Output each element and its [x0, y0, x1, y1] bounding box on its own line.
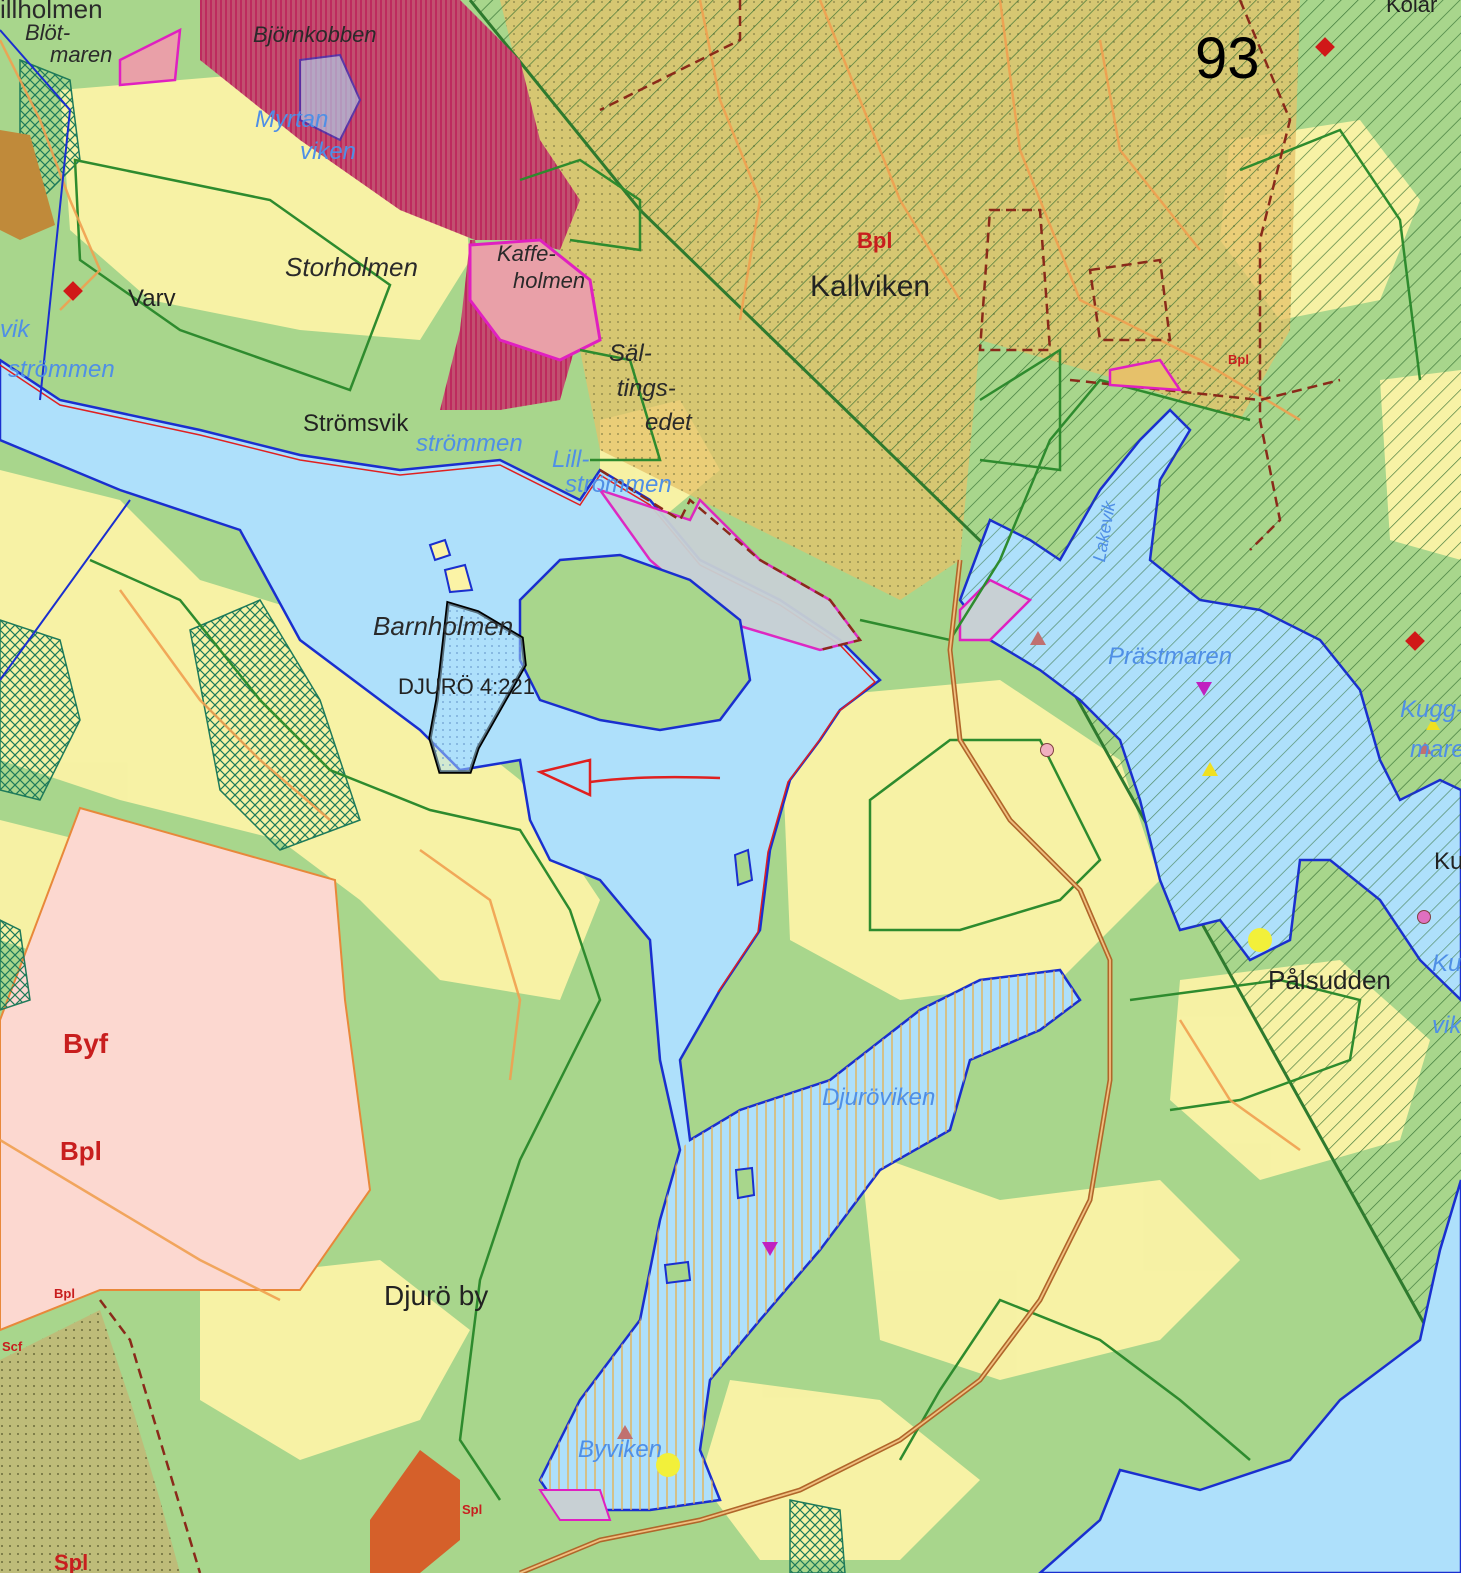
label-hillholmen: illholmen	[0, 0, 103, 24]
orange-zone-s	[370, 1450, 460, 1573]
byf-zone	[0, 806, 372, 1332]
triangle-up-icon	[1418, 742, 1432, 754]
blue-boundary-line	[0, 29, 131, 681]
label-byviken: Byviken	[578, 1436, 663, 1463]
label-spl: Spl	[54, 1550, 89, 1573]
label-strommen-west: strömmen	[8, 356, 115, 383]
label-storholmen: Storholmen	[285, 252, 418, 282]
label-kolar: Kolar	[1386, 0, 1438, 17]
label-bpl-byf: Bpl	[60, 1136, 102, 1166]
label-myrtan-2: viken	[300, 138, 357, 165]
sea-southeast	[1038, 1179, 1461, 1573]
label-lillstrommen: strömmen	[565, 471, 672, 498]
prastmaren-hatch	[960, 410, 1461, 1000]
label-vik-west: vik	[0, 316, 30, 343]
island-small-2	[443, 563, 474, 594]
label-stromsvik: Strömsvik	[303, 410, 409, 437]
djuroviken-hatch	[540, 970, 1080, 1510]
plan-boundaries	[99, 0, 1341, 1573]
dotted-zone-sw-dots	[0, 1310, 180, 1573]
circle-icon	[1417, 910, 1431, 924]
island-small-4	[734, 1166, 756, 1200]
island-small-3	[733, 848, 754, 887]
label-ku-water: Ku	[1432, 950, 1461, 977]
annotation-arrow	[536, 758, 721, 797]
label-vik-east: vik	[1432, 1012, 1461, 1039]
label-varv: Varv	[128, 285, 176, 312]
label-barnholmen: Barnholmen	[373, 611, 514, 641]
label-djuroviken: Djuröviken	[822, 1084, 936, 1111]
triangle-down-icon	[1196, 682, 1212, 696]
label-strommen-central: strömmen	[416, 430, 523, 457]
label-bpl-small-2: Bpl	[54, 1286, 75, 1301]
nature-reserve-boundary	[468, 0, 1461, 1391]
djuro-parcel-fill	[430, 603, 525, 772]
label-bpl-kallviken: Bpl	[857, 228, 893, 253]
label-spl-small: Spl	[462, 1502, 483, 1517]
label-saltingsedet-3: edet	[645, 409, 692, 436]
grey-zone-south	[538, 1489, 612, 1521]
open-land-patches	[0, 70, 1461, 1560]
label-kugg-2: maren	[1410, 736, 1461, 763]
label-bjornkobben: Björnkobben	[253, 22, 377, 47]
label-kallviken: Kallviken	[810, 270, 931, 303]
island-right-of-barnholmen	[518, 553, 752, 732]
label-scf: Scf	[2, 1339, 23, 1354]
nature-reserve-hatch	[470, 0, 1461, 1390]
magenta-boundary	[1108, 358, 1183, 392]
brown-zone-nw	[0, 130, 55, 240]
label-myrtan: Myrtan	[255, 106, 329, 133]
label-saltingsedet: Säl-	[609, 340, 652, 367]
label-prastmaren: Prästmaren	[1108, 643, 1233, 670]
label-kaffeholmen-2: holmen	[513, 268, 586, 293]
triangle-up-icon	[1426, 718, 1440, 730]
circle-icon	[1040, 743, 1054, 757]
label-bpl-small: Bpl	[1228, 352, 1249, 367]
label-blotmaren-2: maren	[50, 42, 113, 67]
label-ku: Ku	[1434, 848, 1461, 875]
label-kugg: Kugg-	[1400, 696, 1461, 723]
label-palsudden: Pålsudden	[1268, 965, 1391, 995]
orange-trails	[0, 0, 1301, 1302]
triangle-up-icon	[1030, 631, 1046, 645]
magenta-boundary-nw	[118, 27, 182, 87]
label-kaffeholmen: Kaffe-	[497, 241, 556, 266]
triangle-down-icon	[762, 1242, 778, 1256]
main-road-inner	[519, 559, 1111, 1573]
island-small-1	[428, 538, 452, 562]
label-saltingsedet-2: tings-	[617, 375, 676, 402]
triangle-up-icon	[617, 1425, 633, 1439]
yellow-markers	[656, 928, 1272, 1477]
sheet-number: 93	[1195, 26, 1260, 91]
triangle-up-icon	[1202, 762, 1218, 776]
reserve-lines	[73, 128, 1422, 1501]
island-small-5	[663, 1260, 692, 1285]
label-byf: Byf	[63, 1028, 109, 1059]
northern-bay	[299, 53, 362, 142]
label-lill: Lill-	[552, 446, 590, 473]
label-blotmaren: Blöt-	[25, 20, 71, 45]
label-djuro-parcel: DJURÖ 4:221	[398, 674, 535, 699]
label-djuro-by: Djurö by	[384, 1280, 489, 1311]
